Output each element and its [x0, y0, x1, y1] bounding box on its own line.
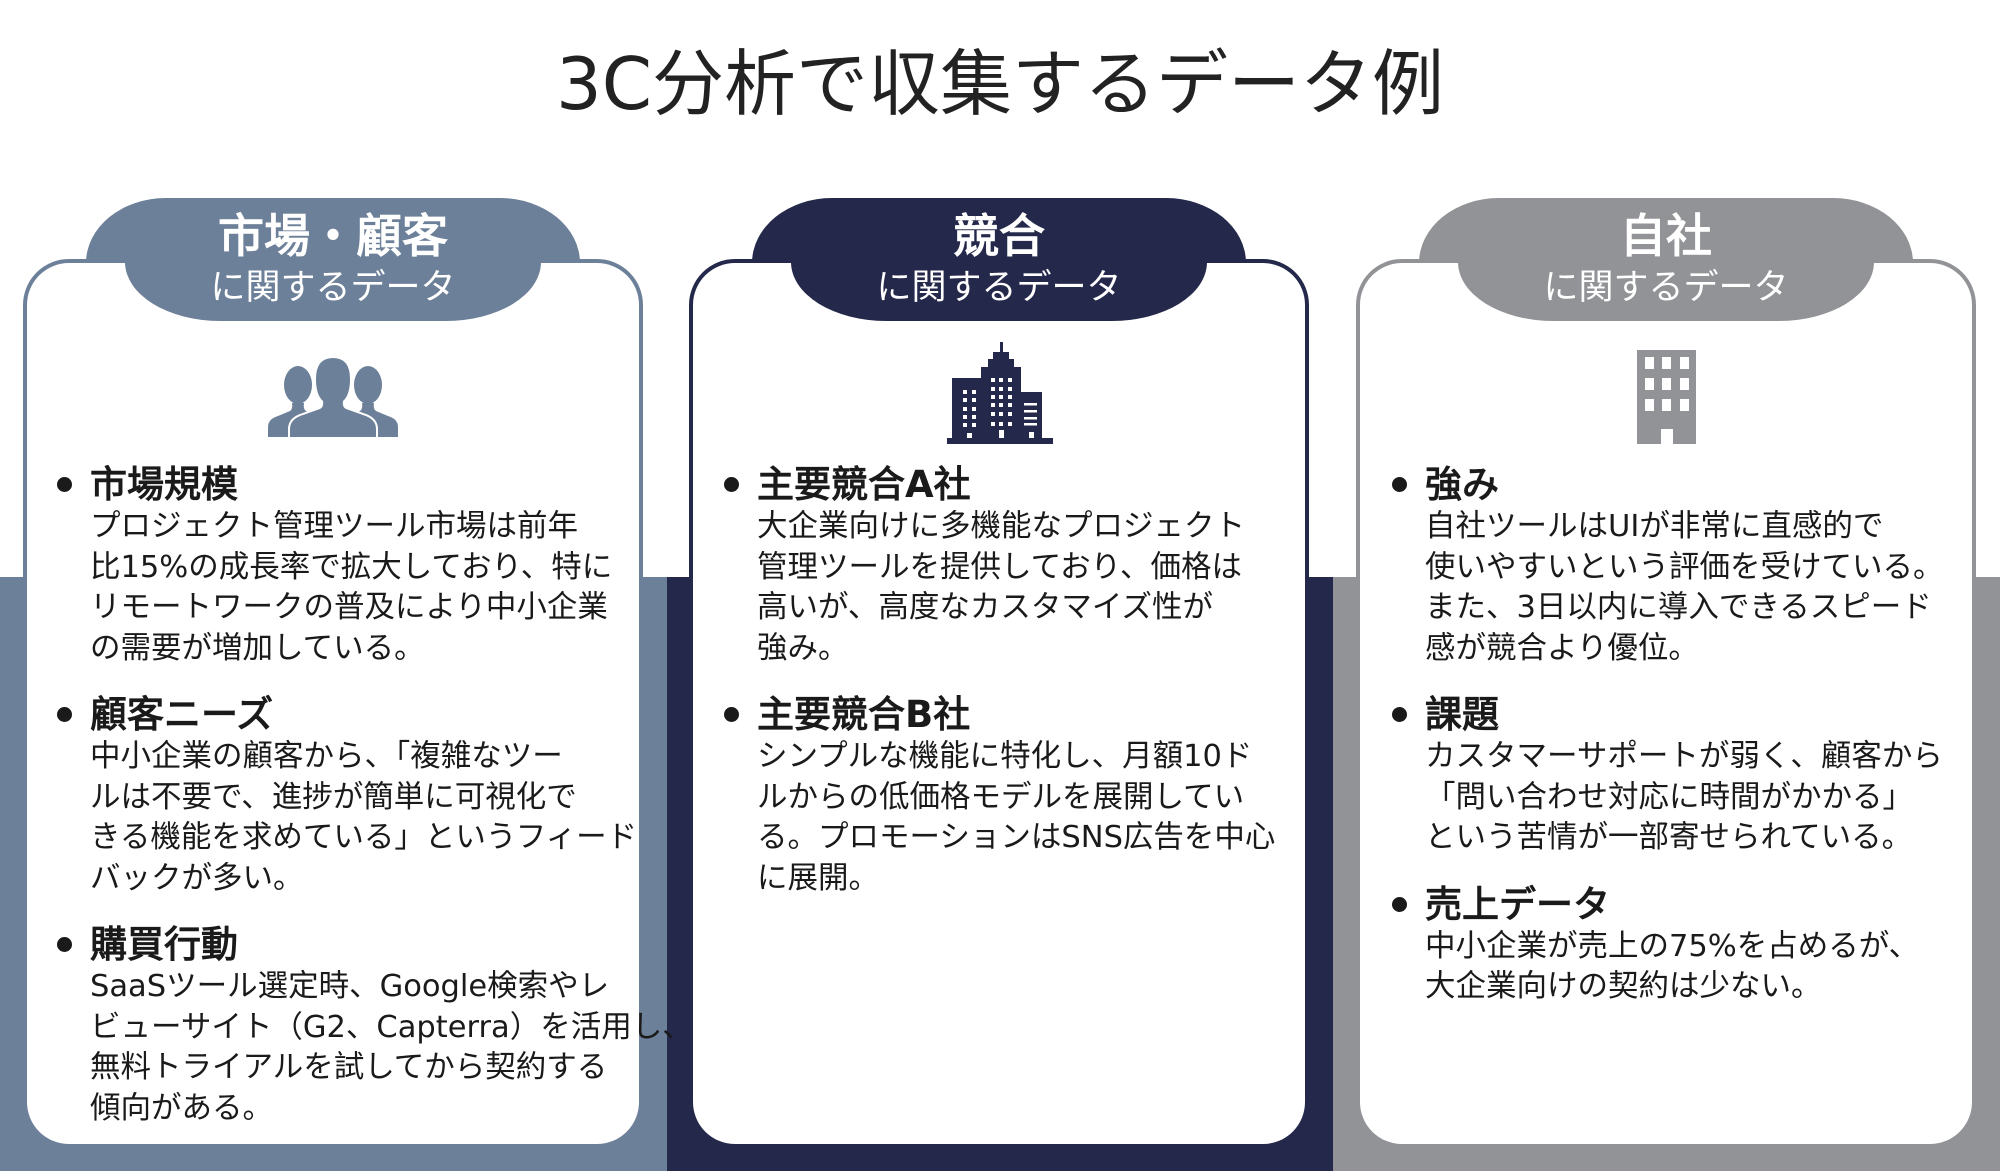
bullet-icon [724, 477, 739, 492]
page-title: 3C分析で収集するデータ例 [555, 42, 1445, 126]
list-item: 顧客ニーズ 中小企業の顧客から、「複雑なツー ルは不要で、進捗が簡単に可視化で … [57, 692, 693, 899]
item-text: に展開。 [757, 860, 879, 896]
tab-customer-shape-lower [125, 262, 541, 321]
list-item: 売上データ 中小企業が売上の75%を占めるが、 大企業向けの契約は少ない。 [1392, 882, 1944, 1008]
tab-competitor-shape [752, 198, 1246, 263]
item-heading: 強み [1425, 463, 1499, 506]
item-text: 「問い合わせ対応に時間がかかる」 [1425, 779, 1913, 815]
tab-subtitle: に関するデータ [1543, 268, 1789, 308]
list-item: 主要競合B社 シンプルな機能に特化し、月額10ド ルからの低価格モデルを展開して… [724, 692, 1275, 899]
item-text: 強み。 [757, 630, 849, 666]
item-text: また、3日以内に導入できるスピード [1425, 590, 1932, 625]
item-text: 使いやすいという評価を受けている。 [1425, 549, 1944, 585]
bullet-icon [57, 937, 72, 952]
item-text: カスタマーサポートが弱く、顧客から [1425, 739, 1943, 774]
tab-title: 自社 [1620, 209, 1712, 263]
item-text: バックが多い。 [90, 860, 304, 896]
list-item: 市場規模 プロジェクト管理ツール市場は前年 比15%の成長率で拡大しており、特に… [57, 462, 693, 669]
item-text: 大企業向けに多機能なプロジェクト [757, 509, 1245, 544]
bullet-icon [1392, 477, 1407, 492]
item-heading: 市場規模 [90, 463, 238, 506]
item-text: シンプルな機能に特化し、月額10ド [757, 739, 1253, 774]
item-heading: 購買行動 [90, 923, 238, 966]
skyscraper-icon [947, 342, 1053, 444]
tab-subtitle: に関するデータ [876, 268, 1122, 308]
data-list-customer: 市場規模 プロジェクト管理ツール市場は前年 比15%の成長率で拡大しており、特に… [57, 462, 693, 1152]
item-text: 傾向がある。 [90, 1090, 273, 1126]
item-heading: 課題 [1425, 693, 1499, 736]
item-text: 中小企業が売上の75%を占めるが、 [1425, 928, 1920, 964]
tab-company-shape-lower [1458, 262, 1874, 321]
data-list-competitor: 主要競合A社 大企業向けに多機能なプロジェクト 管理ツールを提供しており、価格は… [724, 462, 1275, 922]
bullet-icon [1392, 707, 1407, 722]
tab-competitor: 競合 に関するデータ [752, 198, 1246, 321]
data-list-company: 強み 自社ツールはUIが非常に直感的で 使いやすいという評価を受けている。 また… [1392, 462, 1944, 1031]
bullet-icon [724, 707, 739, 722]
item-text: 感が競合より優位。 [1425, 630, 1699, 666]
list-item: 主要競合A社 大企業向けに多機能なプロジェクト 管理ツールを提供しており、価格は… [724, 462, 1275, 669]
item-text: の需要が増加している。 [90, 630, 425, 666]
item-text: ルからの低価格モデルを展開してい [757, 779, 1245, 815]
item-text: 自社ツールはUIが非常に直感的で [1425, 509, 1884, 544]
item-text: という苦情が一部寄せられている。 [1425, 820, 1913, 855]
tab-title: 競合 [953, 209, 1045, 263]
item-heading: 売上データ [1425, 882, 1610, 926]
list-item: 課題 カスタマーサポートが弱く、顧客から 「問い合わせ対応に時間がかかる」 とい… [1392, 692, 1944, 859]
tab-competitor-shape-lower [791, 262, 1207, 321]
item-text: きる機能を求めている」というフィード [90, 820, 638, 855]
tab-company-shape [1419, 198, 1913, 263]
item-text: 比15%の成長率で拡大しており、特に [90, 549, 613, 585]
tab-company: 自社 に関するデータ [1419, 198, 1913, 321]
people-group-icon [268, 357, 398, 437]
item-text: 中小企業の顧客から、「複雑なツー [90, 739, 563, 774]
tab-customer: 市場・顧客 に関するデータ [86, 198, 580, 321]
list-item: 強み 自社ツールはUIが非常に直感的で 使いやすいという評価を受けている。 また… [1392, 462, 1944, 669]
item-text: リモートワークの普及により中小企業 [90, 590, 608, 625]
item-text: 高いが、高度なカスタマイズ性が [757, 590, 1213, 625]
item-text: 管理ツールを提供しており、価格は [757, 549, 1242, 585]
item-text: ビューサイト（G2、Capterra）を活用し、 [90, 1009, 693, 1045]
item-heading: 主要競合B社 [757, 693, 971, 736]
item-text: プロジェクト管理ツール市場は前年 [90, 509, 578, 544]
item-text: 大企業向けの契約は少ない。 [1425, 969, 1822, 1004]
item-text: ルは不要で、進捗が簡単に可視化で [90, 779, 577, 815]
item-text: SaaSツール選定時、Google検索やレ [90, 969, 610, 1004]
bullet-icon [1392, 896, 1407, 912]
item-heading: 顧客ニーズ [90, 693, 274, 736]
tab-customer-shape [86, 198, 580, 263]
bullet-icon [57, 707, 72, 722]
list-item: 購買行動 SaaSツール選定時、Google検索やレ ビューサイト（G2、Cap… [57, 922, 693, 1129]
tab-title: 市場・顧客 [218, 209, 448, 263]
item-heading: 主要競合A社 [757, 463, 971, 506]
tab-subtitle: に関するデータ [210, 268, 456, 308]
item-text: 無料トライアルを試してから契約する [90, 1050, 608, 1085]
bullet-icon [57, 477, 72, 492]
office-building-icon [1637, 350, 1696, 444]
item-text: る。プロモーションはSNS広告を中心 [757, 820, 1276, 855]
